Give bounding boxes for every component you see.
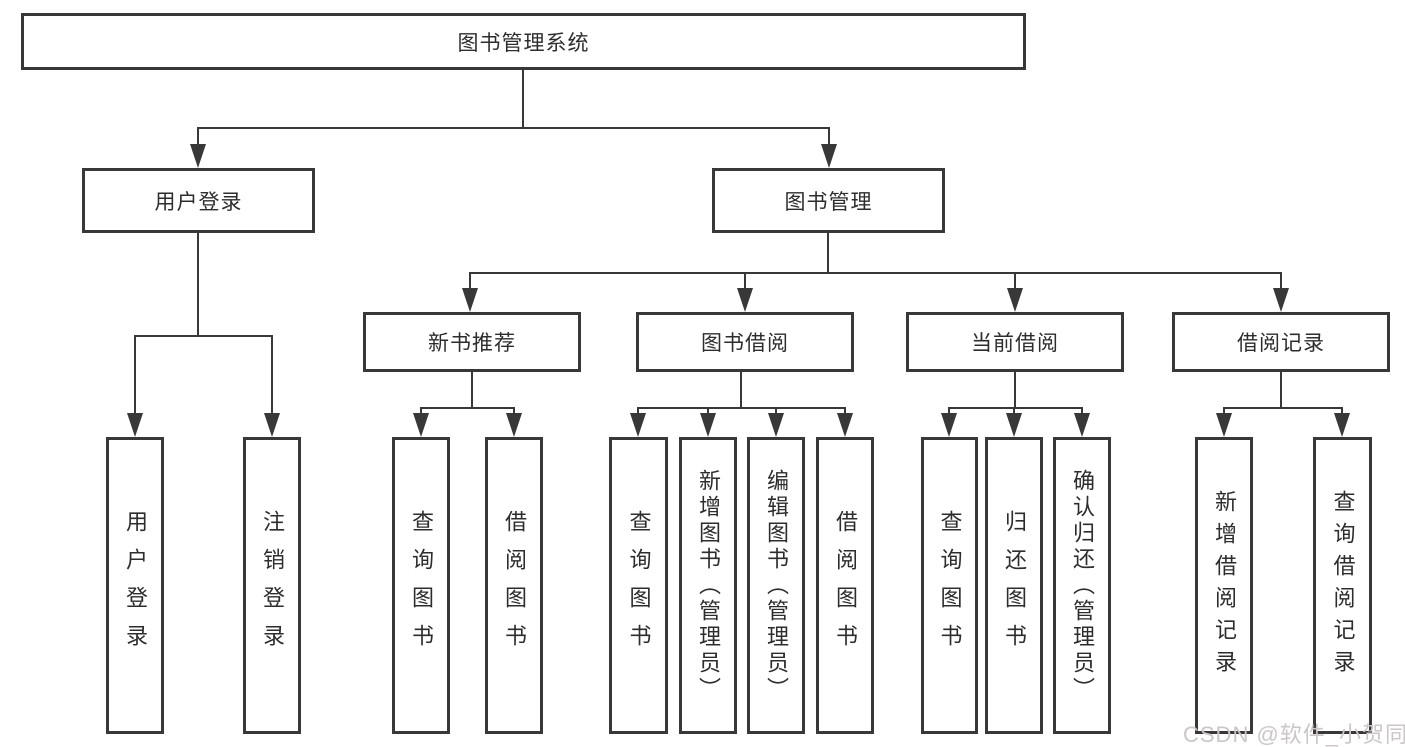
- leaf-borrow-books: 借阅图书: [816, 437, 874, 734]
- leaf-confirm-return-admin: 确认归还（管理员）: [1053, 437, 1111, 734]
- node-book-management: 图书管理: [712, 168, 945, 233]
- leaf-confirm-return-admin-label: 确认归还（管理员）: [1070, 468, 1095, 703]
- leaf-logout-label: 注销登录: [260, 509, 285, 662]
- leaf-return-books: 归还图书: [985, 437, 1043, 734]
- leaf-recommend-borrow-books: 借阅图书: [485, 437, 543, 734]
- leaf-return-books-label: 归还图书: [1002, 509, 1027, 662]
- leaf-edit-book-admin: 编辑图书（管理员）: [747, 437, 805, 734]
- leaf-add-book-admin-label: 新增图书（管理员）: [696, 468, 721, 703]
- leaf-recommend-borrow-books-label: 借阅图书: [502, 509, 527, 662]
- leaf-query-borrow-record-label: 查询借阅记录: [1330, 489, 1356, 682]
- leaf-logout: 注销登录: [243, 437, 301, 734]
- leaf-user-login-label: 用户登录: [123, 509, 148, 662]
- leaf-borrow-query-books-label: 查询图书: [626, 509, 652, 662]
- node-borrow-records: 借阅记录: [1172, 312, 1390, 372]
- leaf-current-query-books-label: 查询图书: [937, 509, 963, 662]
- node-current-borrow-label: 当前借阅: [971, 332, 1059, 355]
- node-new-book-recommend-label: 新书推荐: [428, 332, 516, 355]
- node-new-book-recommend: 新书推荐: [363, 312, 581, 372]
- leaf-query-borrow-record: 查询借阅记录: [1313, 437, 1372, 734]
- csdn-watermark: CSDN @软件_小贺同学: [1183, 722, 1405, 747]
- leaf-add-book-admin: 新增图书（管理员）: [679, 437, 737, 734]
- leaf-edit-book-admin-label: 编辑图书（管理员）: [764, 468, 789, 703]
- leaf-borrow-query-books: 查询图书: [609, 437, 668, 734]
- root-node-label: 图书管理系统: [457, 31, 590, 55]
- leaf-recommend-query-books: 查询图书: [392, 437, 450, 734]
- node-current-borrow: 当前借阅: [906, 312, 1124, 372]
- leaf-current-query-books: 查询图书: [921, 437, 978, 734]
- leaf-add-borrow-record-label: 新增借阅记录: [1212, 489, 1237, 682]
- node-user-login-label: 用户登录: [154, 190, 243, 214]
- node-book-management-label: 图书管理: [784, 190, 873, 214]
- leaf-user-login: 用户登录: [106, 437, 164, 734]
- leaf-recommend-query-books-label: 查询图书: [409, 509, 434, 662]
- node-user-login: 用户登录: [82, 168, 315, 233]
- leaf-add-borrow-record: 新增借阅记录: [1195, 437, 1253, 734]
- root-node-system: 图书管理系统: [21, 13, 1026, 70]
- node-borrow-records-label: 借阅记录: [1237, 332, 1325, 355]
- node-book-borrow-label: 图书借阅: [701, 332, 789, 355]
- node-book-borrow: 图书借阅: [636, 312, 854, 372]
- leaf-borrow-books-label: 借阅图书: [833, 509, 858, 662]
